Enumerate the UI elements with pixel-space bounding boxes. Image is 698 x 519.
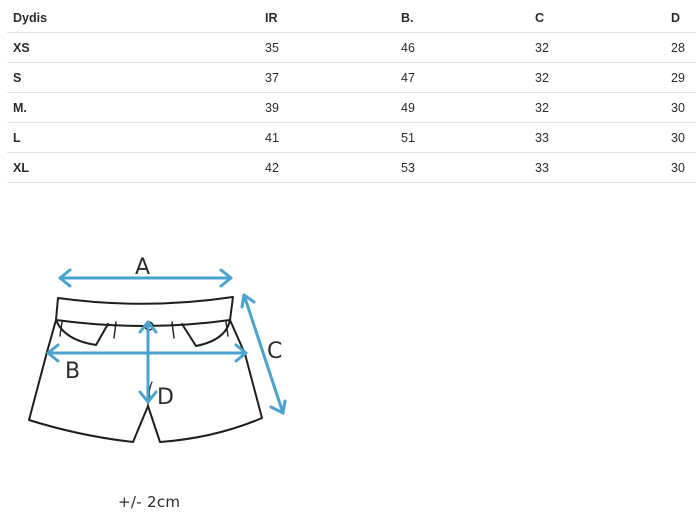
value-cell: 32 [535,62,671,93]
label-d: D [157,385,174,410]
size-cell: XL [7,152,265,183]
header-size: Dydis [7,3,265,33]
measure-arrows [46,268,287,415]
measure-arrow-d [138,320,158,404]
value-cell: 32 [535,32,671,63]
header-c: C [535,3,671,33]
size-cell: S [7,62,265,93]
header-b: B. [401,3,535,33]
label-c: C [267,339,282,364]
size-cell: M. [7,92,265,123]
table-row: XL 42 53 33 30 [7,152,696,183]
value-cell: 32 [535,92,671,123]
size-cell: XS [7,32,265,63]
value-cell: 49 [401,92,535,123]
value-cell: 30 [671,122,696,153]
value-cell: 53 [401,152,535,183]
header-ir: IR [265,3,401,33]
value-cell: 33 [535,122,671,153]
size-table: Dydis IR B. C D XS 35 46 32 28 S 37 47 3… [7,3,696,183]
table-row: L 41 51 33 30 [7,122,696,153]
table-row: XS 35 46 32 28 [7,32,696,63]
value-cell: 30 [671,152,696,183]
value-cell: 35 [265,32,401,63]
value-cell: 41 [265,122,401,153]
value-cell: 33 [535,152,671,183]
value-cell: 37 [265,62,401,93]
size-cell: L [7,122,265,153]
header-d: D [671,3,696,33]
value-cell: 28 [671,32,696,63]
tolerance-note: +/- 2cm [118,493,181,511]
value-cell: 29 [671,62,696,93]
measure-arrow-a [58,268,233,288]
value-cell: 30 [671,92,696,123]
value-cell: 39 [265,92,401,123]
value-cell: 47 [401,62,535,93]
measure-arrow-c [240,293,287,415]
table-header-row: Dydis IR B. C D [7,3,696,33]
value-cell: 46 [401,32,535,63]
label-b: B [65,359,80,384]
shorts-measurement-diagram: A B C D [28,255,287,443]
value-cell: 42 [265,152,401,183]
table-row: M. 39 49 32 30 [7,92,696,123]
value-cell: 51 [401,122,535,153]
table-row: S 37 47 32 29 [7,62,696,93]
shorts-outline [28,296,263,443]
label-a: A [135,255,150,280]
